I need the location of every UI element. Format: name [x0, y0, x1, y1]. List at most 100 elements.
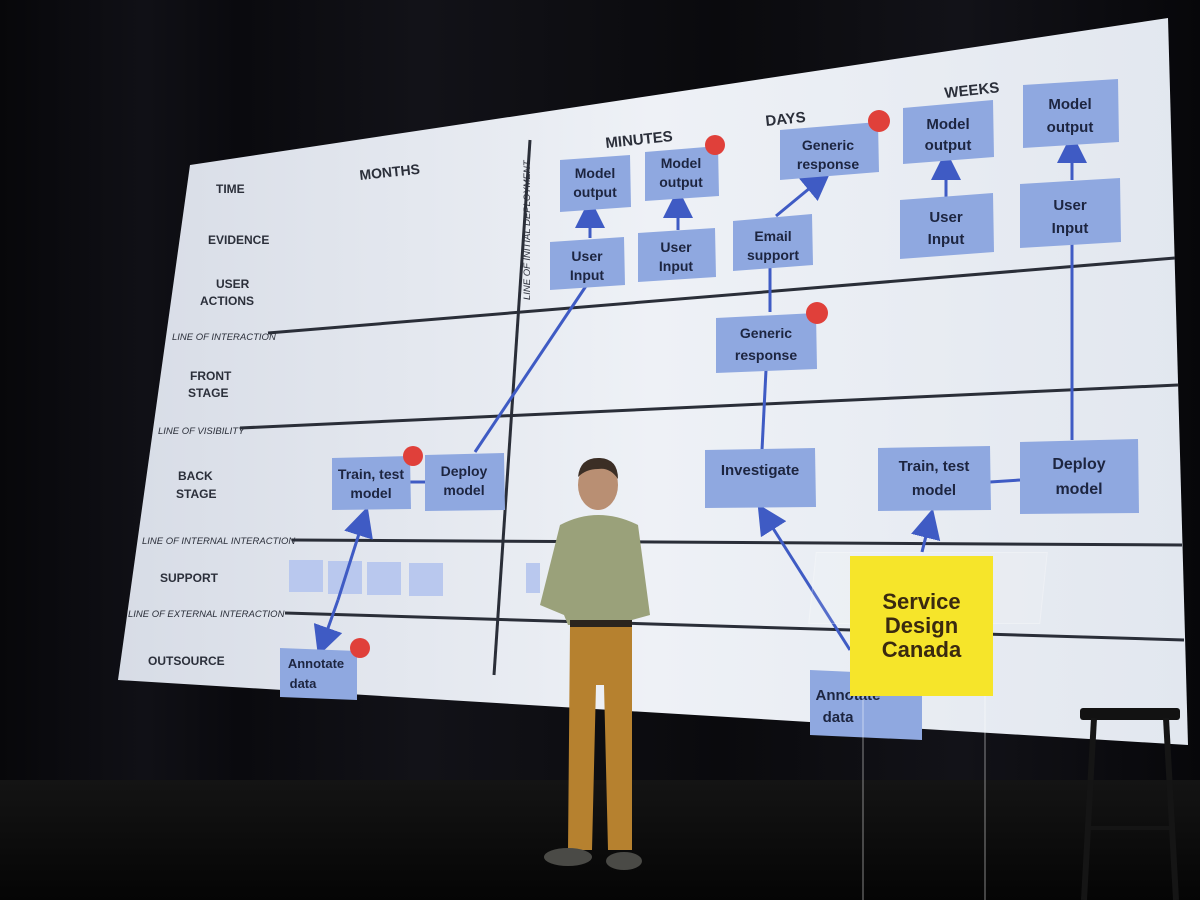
row-time: TIME — [216, 182, 245, 196]
support-box — [526, 563, 540, 593]
box-text: Generic — [740, 325, 792, 341]
red-dot-icon — [403, 446, 423, 466]
box-email-support: Email support — [733, 214, 813, 271]
stool-leg — [1081, 717, 1097, 900]
line-of-initial-deployment — [492, 139, 532, 676]
box-text: output — [925, 137, 972, 154]
label-line-of-interaction: LINE OF INTERACTION — [172, 332, 276, 343]
box-model-output-3: Model output — [903, 100, 994, 164]
box-model-output-1: Model output — [560, 155, 631, 212]
box-model-output-2: Model output — [645, 146, 719, 201]
arrow — [911, 508, 941, 553]
box-text: User — [1053, 197, 1087, 214]
row-front-stage: STAGE — [188, 386, 228, 400]
box-text: Annotate — [288, 656, 344, 671]
box-text: Model — [926, 116, 969, 133]
line-of-interaction — [267, 256, 1176, 335]
connector — [989, 478, 1021, 484]
presenter-shirt — [540, 515, 650, 625]
box-text: Input — [659, 258, 694, 274]
stool — [1080, 708, 1180, 900]
podium-stand — [862, 696, 986, 900]
label-line-of-internal-interaction: LINE OF INTERNAL INTERACTION — [142, 536, 295, 547]
presenter-head — [578, 460, 618, 510]
line-of-visibility — [239, 383, 1179, 430]
box-text: output — [573, 184, 617, 200]
box-text: User — [929, 209, 963, 226]
box-text: output — [659, 174, 703, 190]
row-user: USER — [216, 277, 250, 291]
arrow — [313, 599, 343, 657]
stool-leg — [1163, 717, 1179, 900]
row-back: BACK — [178, 469, 213, 483]
box-text: data — [823, 709, 855, 726]
box-text: Email — [754, 228, 791, 244]
box-text: Model — [575, 165, 615, 181]
podium-text: Design — [884, 613, 959, 638]
box-text: Model — [1048, 96, 1091, 113]
presenter-pants — [568, 627, 632, 850]
box-text: Deploy — [1052, 456, 1105, 473]
box-text: User — [660, 239, 692, 255]
box-text: Train, test — [899, 458, 970, 475]
red-dot-icon — [705, 135, 725, 155]
arrow — [775, 170, 832, 218]
support-box — [289, 560, 323, 592]
presenter — [540, 457, 650, 870]
box-text: Model — [661, 155, 701, 171]
box-text: data — [290, 676, 318, 691]
support-box — [367, 562, 401, 595]
label-line-of-visibility: LINE OF VISIBILITY — [158, 426, 245, 437]
box-text: response — [735, 347, 797, 363]
red-dot-icon — [868, 110, 890, 132]
arrow — [336, 506, 373, 601]
red-dot-icon — [806, 302, 828, 324]
column-days: DAYS — [765, 109, 807, 130]
podium-text: Service — [882, 589, 961, 614]
label-line-of-external-interaction: LINE OF EXTERNAL INTERACTION — [128, 609, 285, 620]
box-text: model — [443, 482, 484, 498]
box-text: Input — [928, 231, 965, 248]
box-user-input-2: User Input — [638, 228, 716, 282]
podium-sign: Service Design Canada — [850, 556, 993, 696]
box-text: support — [747, 247, 799, 263]
box-model-output-4: Model output — [1023, 79, 1119, 148]
row-back-stage: STAGE — [176, 487, 216, 501]
red-dot-icon — [350, 638, 370, 658]
box-text: Deploy — [441, 463, 488, 479]
presenter-left-shoe — [544, 848, 592, 866]
column-minutes: MINUTES — [605, 128, 674, 152]
box-generic-response-top: Generic response — [780, 122, 879, 180]
box-text: Input — [1052, 220, 1089, 237]
row-support: SUPPORT — [160, 571, 219, 585]
box-text: User — [571, 248, 603, 264]
presenter-hair — [578, 457, 618, 479]
arrow — [757, 503, 852, 651]
box-text: Train, test — [338, 466, 404, 482]
row-front: FRONT — [190, 369, 232, 383]
column-months: MONTHS — [359, 161, 421, 183]
box-text: model — [912, 482, 956, 499]
box-generic-response-mid: Generic response — [716, 313, 817, 373]
column-weeks: WEEKS — [944, 79, 1000, 102]
support-box — [409, 563, 443, 596]
presenter-belt — [570, 620, 632, 628]
box-text: output — [1047, 119, 1094, 136]
box-text: Investigate — [721, 462, 799, 479]
box-user-input-3: User Input — [900, 193, 994, 259]
box-investigate: Investigate — [705, 448, 816, 508]
row-evidence: EVIDENCE — [208, 233, 269, 247]
stool-seat — [1080, 708, 1180, 720]
box-user-input-1: User Input — [550, 237, 625, 290]
label-line-of-initial-deployment: LINE OF INITIAL DEPLOYMENT — [522, 159, 533, 300]
box-text: model — [1055, 481, 1102, 498]
presenter-right-shoe — [606, 852, 642, 870]
box-user-input-4: User Input — [1020, 178, 1121, 248]
line-of-external-interaction — [284, 611, 1185, 642]
box-deploy-model-1: Deploy model — [425, 453, 505, 511]
stage-floor — [0, 780, 1200, 900]
box-train-test-model-1: Train, test model — [332, 456, 411, 510]
box-annotate-data-1: Annotate data — [280, 648, 357, 700]
row-outsource: OUTSOURCE — [148, 654, 225, 668]
row-actions: ACTIONS — [200, 294, 254, 308]
